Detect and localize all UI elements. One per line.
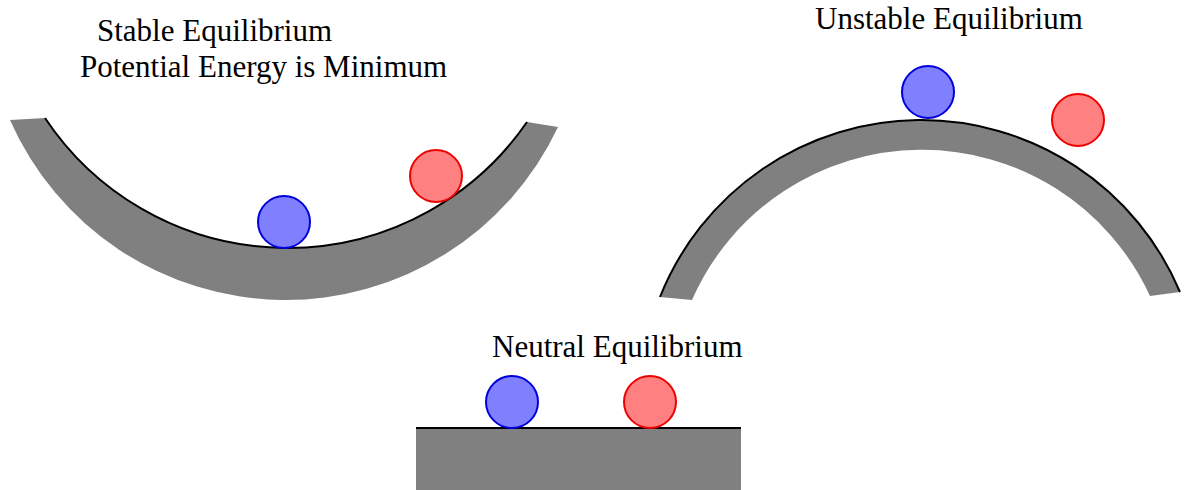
caption-label: Neutral Equilibrium	[492, 330, 743, 364]
blue-ball	[258, 196, 310, 248]
blue-ball	[486, 376, 538, 428]
red-ball	[1052, 94, 1104, 146]
flat-edge	[416, 427, 741, 429]
red-ball	[624, 376, 676, 428]
arch-surface	[660, 120, 1180, 300]
caption-label: Potential Energy is Minimum	[80, 50, 447, 84]
red-ball	[410, 150, 462, 202]
blue-ball	[902, 66, 954, 118]
arch-edge	[660, 120, 1180, 297]
bowl-edge	[45, 118, 527, 248]
caption-label: Unstable Equilibrium	[815, 2, 1083, 36]
flat-surface	[416, 428, 741, 490]
bowl-surface	[10, 118, 558, 300]
caption-label: Stable Equilibrium	[97, 14, 332, 48]
